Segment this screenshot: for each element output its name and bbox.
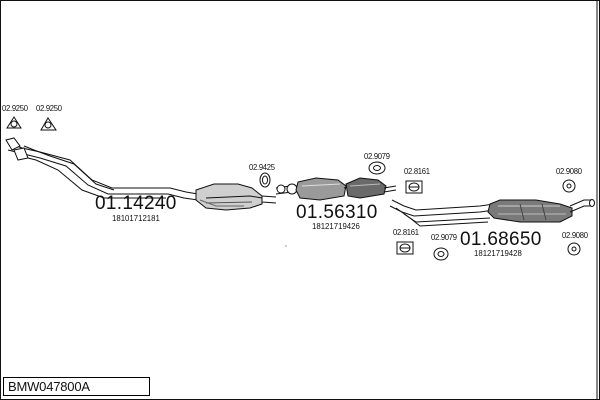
oem-number-rear: 18121719428	[474, 248, 522, 258]
bracket-upper-icon	[405, 180, 423, 194]
part-number-front: 01.14240	[95, 193, 177, 214]
model-code: BMW047800A	[8, 379, 90, 394]
part-number-middle: 01.56310	[296, 202, 378, 223]
gasket-front-icon	[259, 172, 271, 188]
label-ring-mid: 02.9079	[364, 151, 390, 161]
rear-pipe	[389, 199, 495, 227]
mount-bottom-icon	[567, 242, 581, 256]
front-pipe	[5, 137, 199, 201]
rear-silencer	[487, 199, 595, 223]
label-mount-top: 02.9080	[556, 166, 582, 176]
clamp-left-icon	[6, 116, 22, 129]
oem-number-middle: 18121719426	[312, 221, 360, 231]
part-number-rear: 01.68650	[460, 229, 542, 250]
label-gasket-front: 02.9425	[249, 162, 275, 172]
label-clamp-left: 02.9250	[2, 103, 28, 113]
label-mount-bottom: 02.9080	[562, 230, 588, 240]
stray-dot	[285, 245, 287, 247]
ring-lower-icon	[433, 247, 449, 261]
mount-top-icon	[562, 179, 576, 193]
oem-number-front: 18101712181	[112, 213, 160, 223]
label-bracket-lower: 02.8161	[393, 227, 419, 237]
middle-pipe	[275, 177, 397, 201]
label-bracket-upper: 02.8161	[404, 166, 430, 176]
clamp-right-icon	[40, 117, 57, 131]
model-code-box: BMW047800A	[3, 377, 150, 396]
ring-mid-icon	[368, 161, 386, 175]
front-catalyst	[195, 183, 277, 211]
bracket-lower-icon	[396, 241, 414, 255]
label-clamp-right: 02.9250	[36, 103, 62, 113]
label-ring-mid-b: 02.9079	[431, 232, 457, 242]
